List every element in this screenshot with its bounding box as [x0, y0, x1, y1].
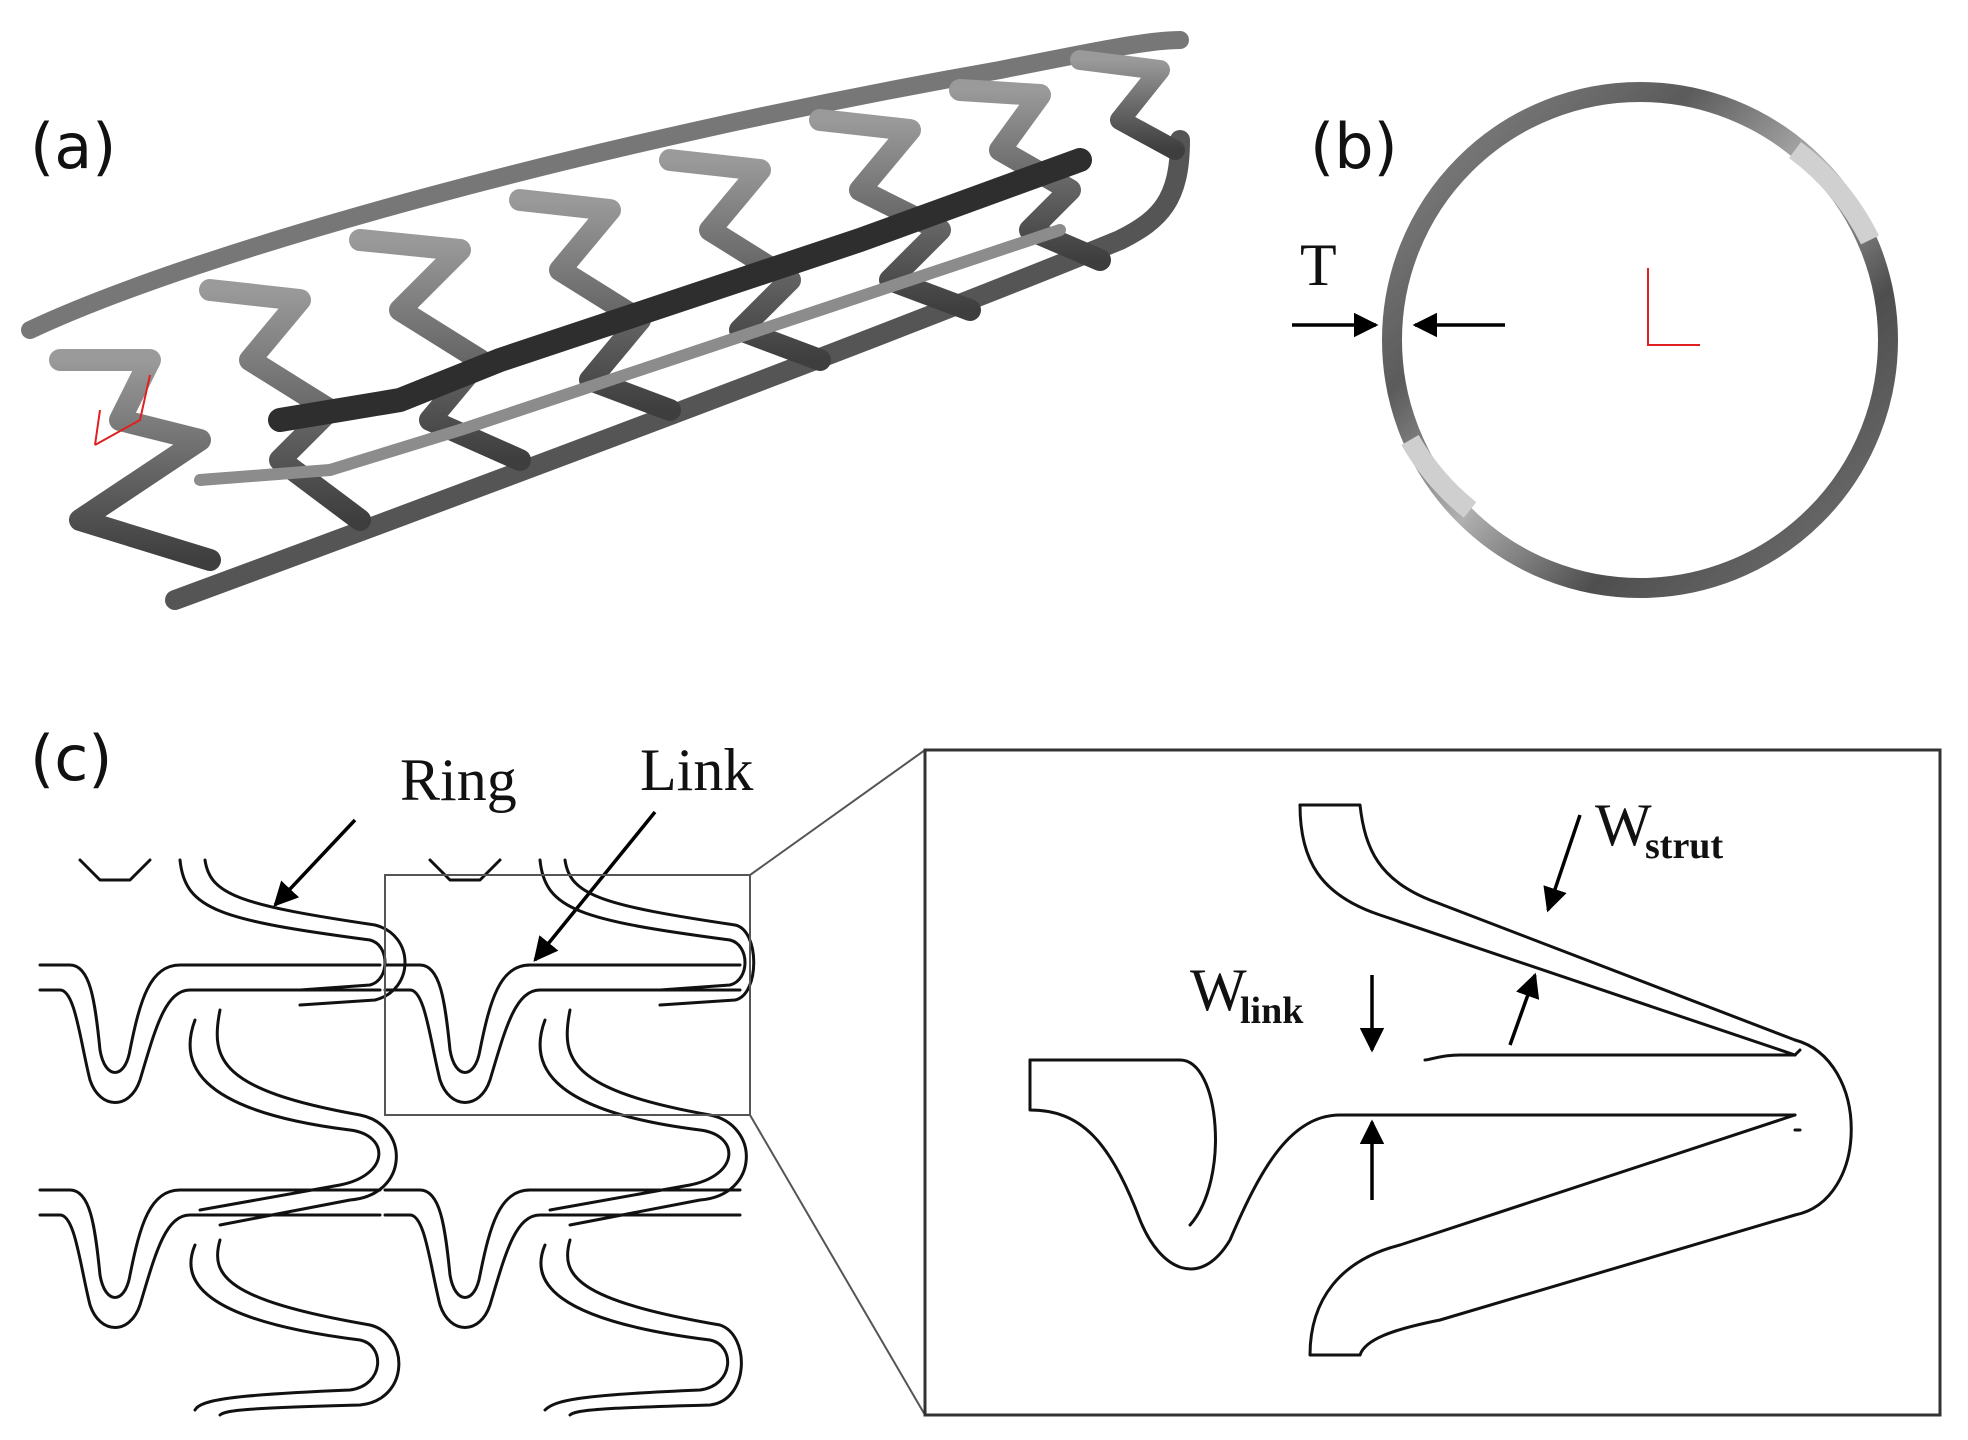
stent-crown-3 [349, 229, 531, 471]
flat-v-link-3b [38, 1213, 382, 1329]
stent-top-rail [21, 31, 1189, 339]
w-strut-arrow-bottom [1508, 972, 1540, 1046]
ring-pointer-arrow [273, 818, 357, 907]
flat-mid-zig-1a [188, 1018, 381, 1212]
panel-b: (b) T [1292, 82, 1898, 598]
panel-b-label: (b) [1310, 110, 1398, 183]
flat-v-link-3a [38, 1188, 382, 1299]
zoom-connector-bottom [749, 1114, 926, 1416]
link-label: Link [640, 737, 753, 803]
flat-ring-strut-2b [563, 858, 756, 1007]
zoom-geometry [1028, 803, 1853, 1357]
flat-ring-strut-1b [203, 858, 407, 1007]
strut-upper-outer [1298, 803, 1797, 1042]
stent-crown-1 [49, 349, 221, 571]
strut-lower-outer [1308, 1113, 1797, 1357]
stent-3d-body [21, 31, 1190, 610]
flat-low-ring-1a [189, 1243, 380, 1412]
stent-link-band [268, 148, 1092, 432]
flat-v-link-1a [38, 963, 382, 1074]
flat-v-link-2b [383, 988, 742, 1104]
link-upper-edge [1423, 1053, 1797, 1062]
zoom-source-box [384, 874, 751, 1116]
flat-ring-strut-1a [178, 858, 387, 992]
w-link-main: W [1190, 957, 1247, 1023]
link-lower-edge [1028, 1058, 1797, 1271]
flat-ring-strut-2a [538, 858, 747, 992]
flat-pattern [38, 858, 756, 1417]
flat-v-link-4b [383, 1213, 742, 1329]
stent-crown-8 [1070, 50, 1185, 160]
strut-lower-inner [1358, 1213, 1797, 1357]
panel-c-label: (c) [30, 722, 112, 795]
zoom-inset-box [923, 748, 1942, 1417]
w-strut-label: W strut [1595, 792, 1723, 867]
panel-a: (a) [21, 31, 1190, 610]
flat-top-crown-2 [428, 858, 502, 882]
stent-bottom-rail [165, 130, 1190, 610]
strut-upper-inner [1298, 803, 1802, 1057]
panel-a-label: (a) [30, 110, 116, 183]
stent-highlight-band [194, 224, 1066, 486]
strut-crown-outer [1793, 1038, 1853, 1217]
ring-highlight-1 [1788, 141, 1879, 245]
thickness-label: T [1300, 232, 1337, 298]
flat-mid-zig-2b [565, 1008, 748, 1227]
link-pointer-arrow [533, 810, 657, 962]
zoom-connector-top [749, 749, 926, 876]
flat-v-link-2a [383, 963, 742, 1074]
cross-section-ring [1382, 82, 1898, 598]
ring-highlight-2 [1401, 434, 1477, 518]
flat-low-ring-2b [566, 1238, 743, 1417]
w-link-label: W link [1190, 957, 1304, 1032]
flat-mid-zig-1b [215, 1008, 398, 1227]
flat-v-link-4a [383, 1188, 742, 1299]
ring-axis-lines [1647, 268, 1700, 346]
ring-label: Ring [400, 747, 517, 813]
ring-axis-glyph [1647, 268, 1700, 346]
w-strut-sub: strut [1645, 825, 1723, 867]
stent-axis-glyph [94, 374, 151, 446]
flat-low-ring-2a [539, 1243, 730, 1412]
flat-v-link-1b [38, 988, 382, 1104]
stent-axis-lines [94, 374, 151, 446]
w-link-sub: link [1240, 990, 1304, 1032]
stent-axis-y [94, 409, 101, 446]
link-v-inner [1178, 1058, 1217, 1227]
w-strut-main: W [1595, 792, 1652, 858]
flat-mid-zig-2a [538, 1018, 731, 1212]
panel-c: (c) Ring Link [30, 722, 1942, 1417]
w-strut-arrow-top [1543, 814, 1582, 913]
flat-top-crown-1 [78, 858, 152, 882]
flat-low-ring-1b [216, 1238, 401, 1417]
